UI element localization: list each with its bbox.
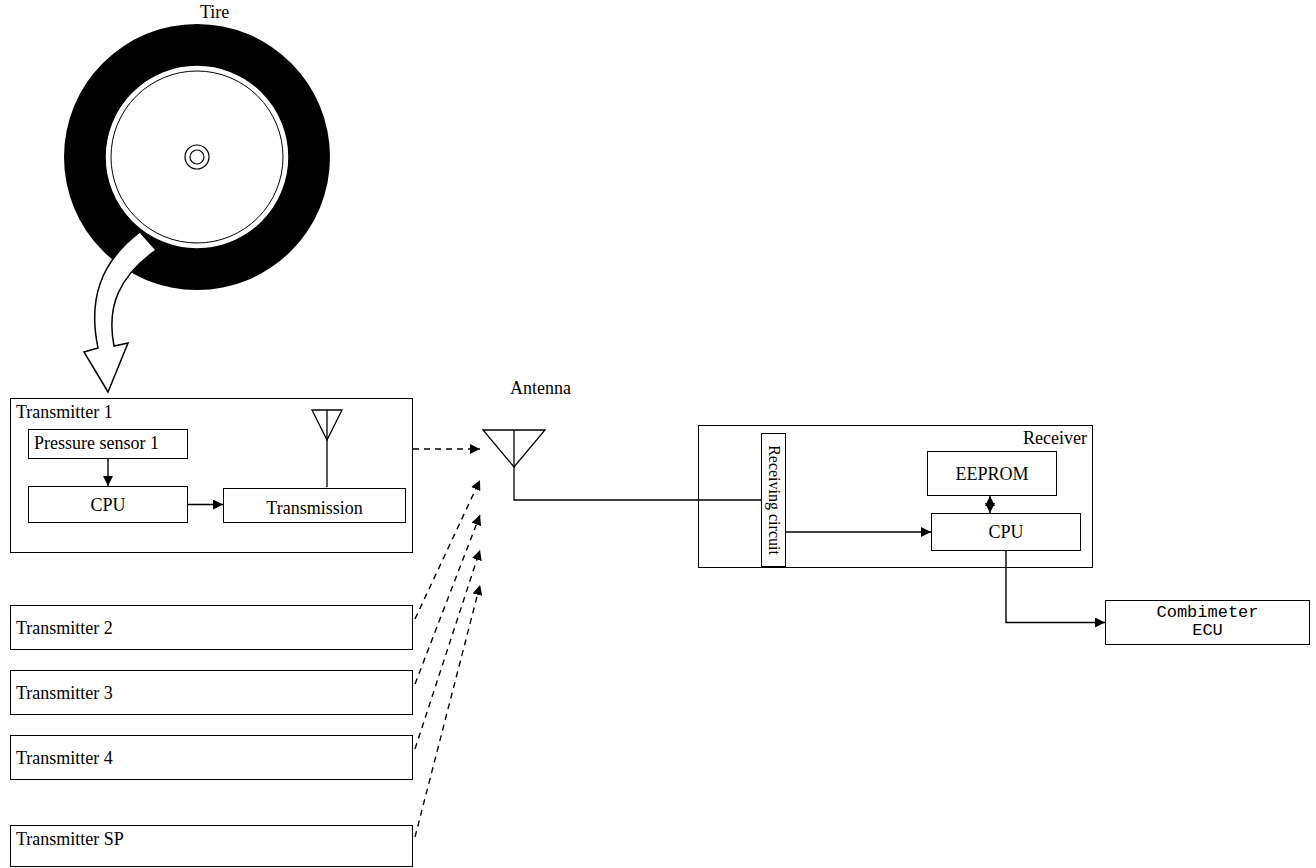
signal-line (989, 496, 990, 513)
node-text: Antenna (510, 378, 571, 399)
node-text: Receiving circuit (764, 445, 782, 555)
hub-inner (190, 150, 204, 164)
signal-line (590, 499, 761, 500)
node-text: Transmitter 1 (16, 402, 113, 423)
transmitter-box: Transmitter 2 (10, 605, 413, 650)
transmitter-box: Transmitter 1 Pressure sensor 1 CPU Transmi… (10, 398, 413, 553)
transmitter-box: Transmitter 3 (10, 670, 413, 715)
hub-outer (185, 145, 209, 169)
radio-link (413, 448, 480, 449)
part-label: Tire (200, 2, 229, 23)
sensor-box: Pressure sensor 1 (28, 429, 188, 459)
receiver-box: ReceiverReceiving circuit EEPROM CPU (698, 425, 1093, 568)
node-text: Pressure sensor 1 (34, 433, 159, 454)
radio-link (415, 515, 480, 684)
signal-line (786, 531, 931, 532)
tire-tread (64, 24, 330, 290)
node-text: Transmitter 3 (16, 682, 113, 703)
node-text: EEPROM (955, 463, 1028, 484)
node-text: CPU (988, 522, 1023, 543)
eeprom-box: EEPROM (927, 451, 1057, 496)
radio-link (415, 585, 480, 837)
antenna-stem (514, 430, 590, 500)
transmitter-box: Transmitter 4 (10, 735, 413, 780)
transmitter-box: Transmitter SP (10, 825, 413, 867)
cpu-box: CPU (931, 513, 1081, 551)
radio-link (415, 550, 480, 749)
transmitter-antenna (312, 410, 342, 487)
wheel-rim (105, 65, 289, 249)
rim-edge (111, 71, 283, 243)
tire-drawing (64, 24, 330, 290)
signal-line (188, 504, 223, 505)
transmission-box: Transmission (223, 488, 406, 523)
antenna-stem (326, 410, 327, 487)
receiving-circuit-box: Receiving circuit (761, 433, 786, 567)
signal-line (107, 459, 108, 486)
node-text: Transmission (266, 498, 362, 519)
node-text: CPU (90, 494, 125, 515)
node-text: Combimeter ECU (1145, 604, 1270, 641)
node-text: Transmitter 4 (16, 747, 113, 768)
ecu-box: Combimeter ECU (1105, 600, 1310, 645)
hollow-arrow (84, 232, 156, 392)
node-text: Receiver (1023, 428, 1087, 449)
signal-line (1006, 551, 1105, 623)
cpu-box: CPU (28, 486, 188, 523)
node-text: Transmitter SP (16, 829, 124, 850)
receiver-antenna (483, 430, 590, 500)
antenna-node: Antenna (480, 375, 590, 595)
node-text: Transmitter 2 (16, 617, 113, 638)
